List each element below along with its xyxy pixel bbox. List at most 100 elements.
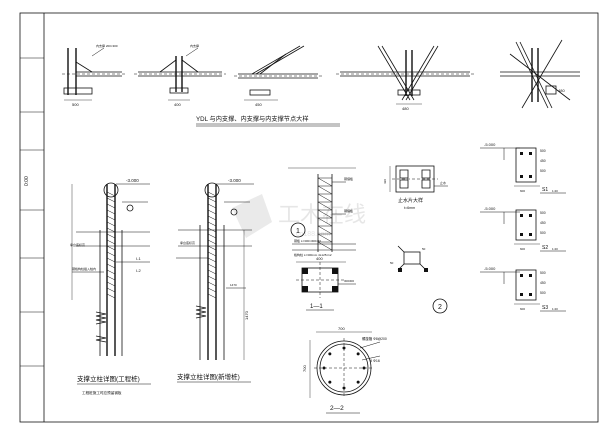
pile-rebar-dot	[342, 346, 346, 350]
lattice-diagonal	[317, 233, 333, 243]
s3-label: S3	[542, 305, 548, 311]
lacing-bar	[207, 209, 217, 215]
sheet-border	[19, 12, 599, 423]
column-gongzi-level: -3.000	[126, 178, 139, 183]
s3-scale: 1:20	[552, 307, 558, 311]
title-strip-label: 0:00	[24, 176, 30, 186]
node-detail-4: 480	[336, 45, 474, 111]
lattice-diagonal	[317, 225, 333, 235]
corner-detail-caption: 止水片大样	[398, 197, 423, 204]
detail-circle-2-num: 2	[438, 304, 442, 311]
s2-scale: 1:20	[552, 247, 558, 251]
s1-label: S1	[542, 187, 548, 193]
svg-text:600: 600	[520, 307, 525, 311]
svg-text:内支撑: 内支撑	[190, 43, 199, 48]
column-gongzi-note: 工程桩施工时应预留钢板	[82, 390, 122, 395]
svg-text:承台底标高: 承台底标高	[180, 240, 195, 245]
lacing-bar	[207, 293, 217, 299]
pile-dim-top: 700	[338, 326, 345, 331]
lacing-bar	[106, 203, 116, 209]
right-section-s1: -5.000 500 450 500 600 S1 1:20	[480, 142, 566, 194]
column-xinzeng-level: -3.000	[228, 178, 241, 183]
lacing-bar	[106, 269, 116, 275]
lattice-diagonal	[317, 201, 333, 211]
lacing-bar	[106, 233, 116, 239]
column-gongzi-label-b: I-2	[136, 268, 141, 273]
lattice-diagonal	[317, 185, 333, 195]
svg-text:承台底标高: 承台底标高	[70, 242, 85, 247]
node4-dim: 480	[402, 106, 409, 111]
lacing-bar	[106, 215, 116, 221]
s3-dim-c: 500	[540, 291, 546, 295]
s3-dim-a: 500	[540, 271, 546, 275]
svg-text:钢缀板: 钢缀板	[344, 176, 353, 181]
lacing-bar	[207, 215, 217, 221]
pile-dim-side: 700	[302, 365, 307, 372]
lacing-bar	[207, 281, 217, 287]
pile-rebar-dot	[328, 352, 332, 356]
svg-text:钢板 L=300×300×10: 钢板 L=300×300×10	[294, 238, 321, 243]
svg-text:600: 600	[520, 189, 525, 193]
lacing-bar	[106, 239, 116, 245]
lacing-bar	[106, 227, 116, 233]
svg-text:钢缀板: 钢缀板	[344, 208, 353, 213]
lacing-bar	[207, 197, 217, 203]
section-1-1-label: 1—1	[310, 304, 323, 310]
lacing-bar	[106, 293, 116, 299]
pile-rebar-dot	[362, 366, 366, 370]
node5-dim: 480	[558, 88, 565, 93]
pile-rebar-note: 8 Φ16	[370, 359, 380, 363]
lacing-bar	[207, 269, 217, 275]
watermark: 工木在线 co188.com	[232, 194, 366, 238]
lacing-bar	[207, 245, 217, 251]
lacing-bar	[207, 191, 217, 197]
svg-text:50: 50	[390, 261, 394, 265]
detail-circle-1	[290, 222, 306, 238]
lacing-bar	[106, 287, 116, 293]
column-gongzi-label-a: I-1	[136, 256, 141, 261]
s1-dim-b: 450	[540, 159, 546, 163]
svg-text:420: 420	[383, 179, 387, 184]
section-1-1-dim: 400	[316, 256, 323, 261]
lacing-bar	[106, 263, 116, 269]
s1-scale: 1:20	[552, 189, 558, 193]
svg-text:止水: 止水	[440, 180, 446, 185]
lacing-bar	[207, 239, 217, 245]
lattice-diagonal	[317, 177, 333, 187]
pile-rebar-dot	[356, 380, 360, 384]
lacing-bar	[207, 221, 217, 227]
node-detail-3: 450	[234, 45, 322, 107]
lacing-bar	[207, 275, 217, 281]
column-gongzi: -3.000 承台底标高 I-1 钢格构柱插入桩内 I-2 支撑立柱详图(工程桩…	[70, 178, 151, 395]
watermark-sub: co188.com	[296, 231, 330, 238]
s2-label: S2	[542, 245, 548, 251]
lacing-bar	[106, 275, 116, 281]
right-section-s3: -5.000 500 450 500 600 S3 1:20	[480, 266, 566, 312]
column-xinzeng: -3.000 承台底标高 1470 1470 支撑立柱详图(新增桩)	[176, 178, 254, 383]
node3-dim: 450	[255, 102, 262, 107]
s3-dim-b: 450	[540, 281, 546, 285]
pile-section-label: 2—2	[330, 405, 344, 412]
s1-dim-a: 500	[540, 149, 546, 153]
svg-text:300300: 300300	[344, 279, 354, 283]
pile-rebar-dot	[322, 366, 326, 370]
watermark-text: 工木在线	[278, 202, 366, 227]
node-details-caption: YDL 与内支撑、内支撑与内支撑节点大样	[196, 115, 309, 123]
s2-dim-b: 450	[540, 221, 546, 225]
lacing-bar	[106, 221, 116, 227]
svg-text:钢格构柱插入桩内: 钢格构柱插入桩内	[72, 266, 96, 271]
lacing-bar	[106, 209, 116, 215]
section-1-1: 400 300300 1—1	[296, 256, 356, 311]
lacing-bar	[207, 203, 217, 209]
pile-spiral-note: 螺旋箍 Φ8@200	[362, 336, 387, 341]
svg-text:格构柱 L=300mm 4L125×12: 格构柱 L=300mm 4L125×12	[294, 252, 332, 257]
lacing-bar	[106, 257, 116, 263]
lacing-bar	[207, 287, 217, 293]
lattice-diagonal	[317, 241, 333, 251]
right-section-s2: -5.000 500 450 500 600 S2 1:20	[480, 206, 566, 252]
lacing-bar	[207, 263, 217, 269]
lattice-diagonal	[317, 193, 333, 203]
s1-level: -5.000	[484, 142, 496, 147]
lacing-bar	[207, 257, 217, 263]
